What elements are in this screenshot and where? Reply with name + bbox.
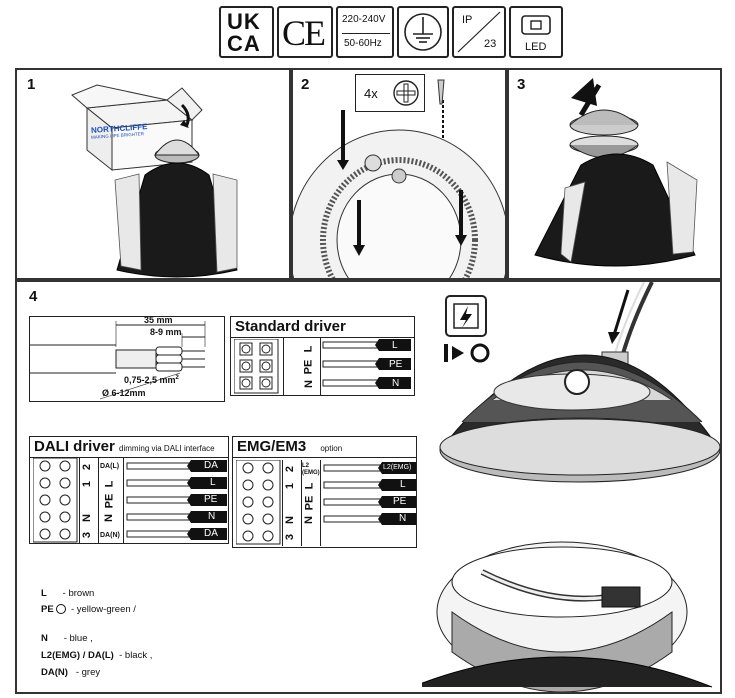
- dali-driver-title-bar: DALI driver dimming via DALI interface: [30, 437, 228, 458]
- voltage-box: 220-240V 50-60Hz: [336, 6, 394, 58]
- ip-rating: 23: [484, 38, 497, 50]
- emg-wire-l2: L2(EMG): [383, 464, 412, 471]
- step-2-panel: 2 4x: [291, 68, 507, 280]
- legend-pe: PE - yellow-green /: [41, 604, 136, 615]
- earth-symbol-box: [397, 6, 449, 58]
- standard-wires: [322, 339, 411, 389]
- frequency-text: 50-60Hz: [344, 38, 382, 49]
- dali-num-2: 1: [81, 480, 94, 488]
- cross-section-label: 0,75-2,5 mm2: [124, 375, 179, 385]
- dali-pin-dal: DA(L): [100, 463, 120, 470]
- dali-pin-pe: PE: [103, 493, 116, 509]
- std-pin-n: N: [302, 380, 315, 388]
- removing-screws-illustration: [293, 79, 505, 278]
- legend-n: N - blue ,: [41, 633, 93, 644]
- led-box: LED: [509, 6, 563, 58]
- emg-driver-title: EMG/EM3: [237, 438, 307, 455]
- diameter-label: Ø 6-12mm: [102, 388, 146, 398]
- std-wire-pe: PE: [389, 359, 403, 370]
- emg-pin-n: N: [302, 516, 315, 524]
- ukca-top: UK: [227, 9, 261, 34]
- std-wire-l: L: [392, 340, 398, 351]
- step-number: 3: [517, 76, 526, 93]
- dali-wire-pe: PE: [204, 494, 218, 505]
- strip-length-label: 35 mm: [144, 315, 173, 325]
- cable-strip-diagram: [30, 321, 206, 400]
- dali-num-5: 3: [81, 531, 94, 539]
- dali-wire-l: L: [210, 477, 216, 488]
- unboxing-illustration: [71, 84, 238, 278]
- std-pin-pe: PE: [302, 359, 315, 375]
- dali-pin-dan: DA(N): [100, 532, 120, 539]
- dali-wires: [126, 460, 227, 540]
- standard-terminal-block: [234, 339, 279, 394]
- emg-pin-l2: L2 (EMG): [302, 463, 320, 476]
- cable-strip-box: 35 mm 8-9 mm 0,75-2,5 mm2 Ø 6-12mm: [29, 315, 225, 402]
- screw-count: 4x: [364, 86, 378, 101]
- dali-driver-subtitle: dimming via DALI interface: [119, 444, 215, 453]
- legend-l2: L2(EMG) / DA(L) - black ,: [41, 650, 153, 661]
- dali-driver-box: DALI driver dimming via DALI interface 2…: [29, 436, 229, 544]
- emg-pin-l: L: [303, 482, 316, 490]
- dali-wire-n: N: [208, 511, 216, 522]
- voltage-text: 220-240V: [342, 14, 386, 25]
- emg-wire-pe: PE: [393, 496, 407, 507]
- lift-cover-illustration: [534, 78, 698, 267]
- ip-rating-box: IP 23: [452, 6, 506, 58]
- led-icon: [521, 15, 551, 35]
- earth-icon: [56, 604, 67, 615]
- screw-count-box: 4x: [355, 74, 425, 112]
- emg-driver-option: option: [320, 444, 343, 453]
- ukca-mark: UK CA: [219, 6, 274, 58]
- dali-wire-da2: DA: [204, 528, 218, 539]
- emg-wires: [323, 462, 416, 525]
- step-number: 2: [301, 76, 310, 93]
- earth-icon: [404, 13, 442, 51]
- ce-mark: CE: [277, 6, 333, 58]
- ukca-bottom: CA: [227, 31, 261, 56]
- step-4-panel: 4 35 mm 8-9 mm 0,75-2,5 mm2 Ø 6-12mm Sta…: [15, 280, 722, 694]
- emg-num-5: 3: [284, 533, 297, 541]
- legend-l: L - brown: [41, 588, 95, 599]
- dali-pin-n: N: [102, 514, 115, 522]
- dali-num-1: 2: [81, 463, 94, 471]
- emg-driver-title-bar: EMG/EM3 option: [233, 437, 416, 458]
- emg-wire-n: N: [399, 513, 407, 524]
- emg-wire-l: L: [400, 479, 406, 490]
- emg-num-4: N: [283, 516, 296, 524]
- emg-num-2: 1: [284, 482, 297, 490]
- led-label: LED: [525, 41, 547, 53]
- step-number: 4: [29, 288, 38, 305]
- dali-wire-da: DA: [204, 460, 218, 471]
- wiring-exploded-illustration: [422, 282, 721, 692]
- std-wire-n: N: [392, 378, 400, 389]
- dali-terminal-block: [33, 458, 78, 543]
- wire-strip-label: 8-9 mm: [150, 327, 182, 337]
- electric-hazard-icon: [444, 295, 490, 363]
- ce-text: CE: [282, 13, 326, 53]
- standard-driver-box: Standard driver L PE N L PE N: [230, 316, 415, 396]
- standard-driver-title: Standard driver: [231, 317, 414, 338]
- dali-num-4: N: [80, 514, 93, 522]
- std-pin-l: L: [302, 345, 315, 353]
- step-number: 1: [27, 76, 36, 93]
- emg-driver-box: EMG/EM3 option 2 1 N 3 L2 (EMG) L PE N: [232, 436, 417, 548]
- dali-driver-title: DALI driver: [34, 438, 115, 455]
- step-3-panel: 3: [507, 68, 722, 280]
- legend-dan: DA(N) - grey: [41, 667, 101, 678]
- emg-terminal-block: [236, 460, 281, 545]
- step-1-panel: 1 NORTHCLIFFE MAKING LIFE BRIGHTER: [15, 68, 291, 280]
- phillips-screw-icon: [393, 80, 419, 106]
- emg-num-1: 2: [284, 465, 297, 473]
- dali-pin-l: L: [103, 480, 116, 488]
- ip-label: IP: [462, 14, 473, 26]
- emg-pin-pe: PE: [303, 495, 316, 511]
